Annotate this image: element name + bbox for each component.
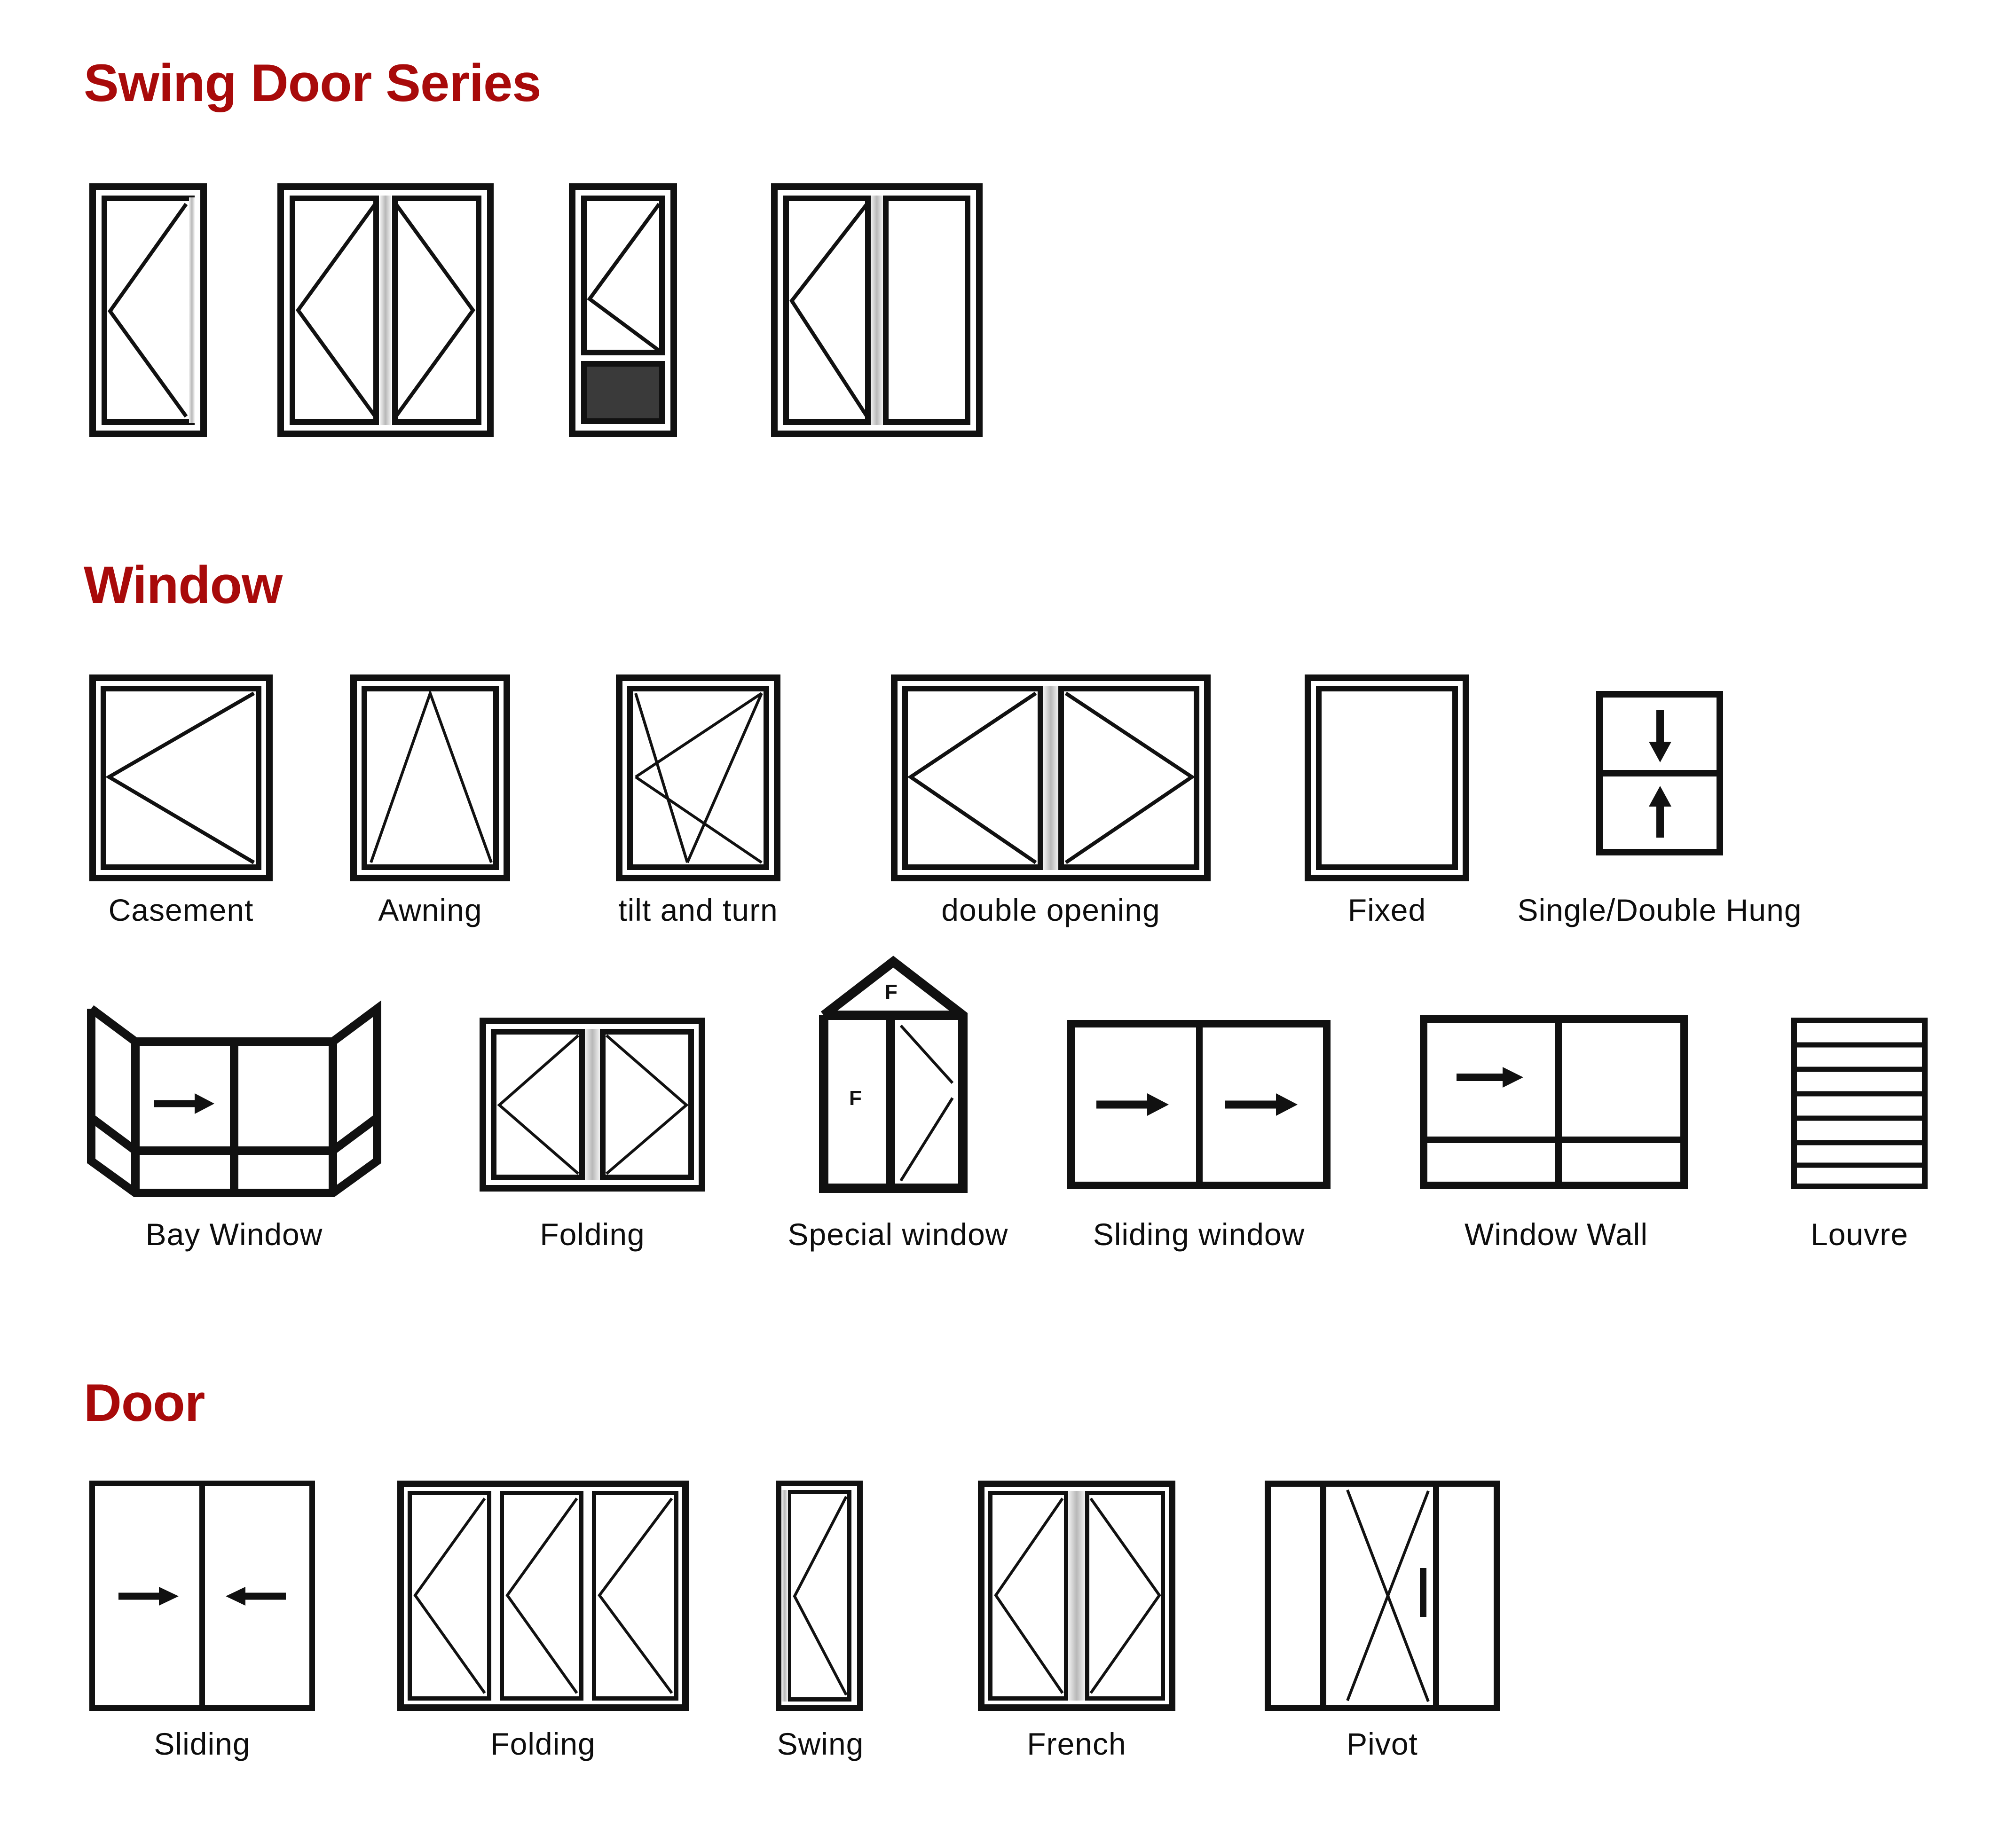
door-leaf-right: [392, 196, 481, 425]
window-louvre: [1791, 1018, 1928, 1189]
bay-window-frame-icon: [87, 1000, 381, 1197]
center-mullion: [1196, 1020, 1203, 1189]
special-window-mark-top: F: [885, 980, 898, 1004]
section-title-window: Window: [84, 556, 283, 614]
caption-folding-door: Folding: [490, 1726, 596, 1761]
door-sliding: [89, 1481, 315, 1711]
horizontal-slats-icon: [1794, 1042, 1925, 1168]
section-title-swing-door-series: Swing Door Series: [84, 54, 542, 112]
window-folding: [480, 1018, 705, 1192]
center-mullion: [585, 1029, 600, 1180]
caption-casement: Casement: [108, 893, 254, 927]
window-sliding: [1067, 1020, 1331, 1189]
window-sash-left: [902, 686, 1043, 870]
door-leaf-2: [500, 1491, 583, 1701]
crossed-diagonals-icon: [634, 692, 763, 864]
caption-louvre: Louvre: [1811, 1217, 1908, 1252]
caption-double-opening: double opening: [941, 893, 1160, 927]
swing-direction-icon: [789, 203, 869, 418]
caption-awning: Awning: [378, 893, 482, 927]
door-french: [978, 1481, 1175, 1711]
door-leaf-left: [290, 196, 379, 425]
door-leaf-left: [988, 1491, 1068, 1701]
special-window-mark-left: F: [849, 1087, 862, 1110]
window-wall: [1420, 1015, 1688, 1189]
door-swing: [776, 1481, 863, 1711]
fixed-sidelite: [883, 196, 970, 425]
window-sash-left: [491, 1029, 585, 1180]
swing-door-single: [89, 183, 207, 437]
swing-door-with-sidelite: [771, 183, 983, 437]
window-sash-right: [600, 1029, 694, 1180]
door-stile-shading: [189, 197, 195, 423]
center-mullion: [1068, 1491, 1085, 1701]
left-mullion: [1320, 1481, 1326, 1711]
pivot-x-icon: [1346, 1489, 1430, 1702]
window-sash: [101, 686, 261, 870]
sliding-arrows-icon: [1096, 1093, 1298, 1116]
caption-pivot-door: Pivot: [1347, 1726, 1418, 1761]
swing-direction-icon: [108, 203, 188, 418]
caption-folding-window: Folding: [540, 1217, 645, 1252]
top-hinge-apex-icon: [370, 689, 493, 863]
window-casement: [89, 674, 273, 881]
horizontal-rail: [1596, 770, 1723, 776]
window-sash: [362, 686, 499, 870]
swing-direction-icon: [296, 203, 475, 418]
window-outer-frame: [1420, 1015, 1688, 1189]
window-bay: [84, 1000, 385, 1203]
solid-bottom-panel: [581, 361, 665, 424]
window-sash-right: [1058, 686, 1199, 870]
section-title-door: Door: [84, 1373, 205, 1432]
door-pivot: [1265, 1481, 1500, 1711]
pivot-handle-icon: [1420, 1568, 1426, 1617]
left-opening-chevron-icon: [105, 691, 255, 864]
window-double-opening: [891, 674, 1211, 881]
folding-chevrons-icon: [413, 1498, 673, 1694]
caption-window-wall: Window Wall: [1465, 1217, 1648, 1252]
center-mullion: [380, 196, 391, 425]
caption-sliding-window: Sliding window: [1093, 1217, 1305, 1252]
opposed-chevrons-icon: [907, 691, 1196, 864]
caption-special-window: Special window: [788, 1217, 1008, 1252]
hinge-stile-shading: [781, 1490, 788, 1702]
swing-door-with-pet-panel: [569, 183, 677, 437]
french-chevrons-icon: [994, 1498, 1161, 1694]
horizontal-transom: [1420, 1137, 1688, 1143]
caption-bay-window: Bay Window: [145, 1217, 323, 1252]
door-leaf-1: [408, 1491, 491, 1701]
slide-right-arrow-icon: [1457, 1067, 1523, 1088]
door-leaf-right: [1085, 1491, 1165, 1701]
door-leaf: [102, 196, 195, 425]
fixed-pane: [1316, 686, 1458, 870]
gable-window-frame-icon: [819, 956, 968, 1193]
window-fixed: [1305, 674, 1469, 881]
center-mullion: [871, 196, 883, 425]
window-tilt-and-turn: [616, 674, 780, 881]
opposed-chevrons-icon: [497, 1034, 689, 1175]
window-sash: [627, 686, 769, 870]
window-special: F F: [818, 954, 969, 1194]
door-leaf-3: [592, 1491, 678, 1701]
opposed-sliding-arrows-icon: [118, 1587, 286, 1606]
swing-direction-icon: [587, 203, 661, 353]
caption-french-door: French: [1027, 1726, 1126, 1761]
caption-sliding-door: Sliding: [154, 1726, 251, 1761]
caption-tilt-and-turn: tilt and turn: [618, 893, 778, 927]
caption-single-double-hung: Single/Double Hung: [1517, 893, 1802, 927]
swing-x-icon: [793, 1496, 848, 1696]
door-folding: [397, 1481, 689, 1711]
swing-door-double: [277, 183, 494, 437]
caption-swing-door: Swing: [777, 1726, 864, 1761]
caption-fixed: Fixed: [1347, 893, 1426, 927]
window-single-double-hung: [1596, 691, 1723, 855]
door-leaf: [787, 1490, 851, 1702]
door-glass-leaf: [581, 196, 665, 355]
vertical-mullion: [1555, 1015, 1562, 1189]
window-awning: [350, 674, 510, 881]
hung-arrows-icon: [1649, 710, 1671, 838]
right-mullion: [1433, 1481, 1439, 1711]
center-mullion: [1043, 686, 1058, 870]
center-mullion: [199, 1481, 205, 1711]
